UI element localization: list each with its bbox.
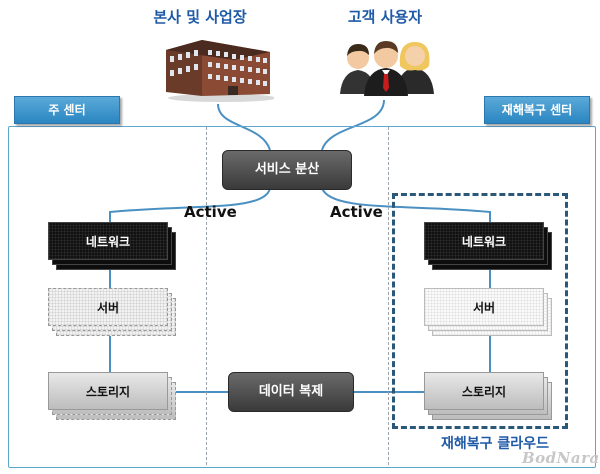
user-group-icon (336, 34, 436, 96)
main-storage-label: 스토리지 (48, 372, 168, 410)
main-center-tab: 주 센터 (14, 96, 120, 124)
dr-cloud-label: 재해복구 클라우드 (441, 436, 549, 452)
main-network-node: 네트워크 (48, 222, 176, 270)
watermark: BodNara (522, 449, 600, 467)
dr-network-label: 네트워크 (424, 222, 544, 260)
service-distribution-node: 서비스 분산 (222, 150, 352, 190)
main-server-node: 서버 (48, 288, 176, 336)
active-label-right: Active (330, 203, 383, 221)
dr-server-node: 서버 (424, 288, 552, 336)
dr-server-label: 서버 (424, 288, 544, 326)
main-storage-node: 스토리지 (48, 372, 176, 420)
divider-left (206, 127, 207, 465)
divider-right (388, 127, 389, 465)
office-building-icon (162, 30, 276, 102)
dr-center-tab: 재해복구 센터 (484, 96, 590, 124)
dr-network-node: 네트워크 (424, 222, 552, 270)
diagram-frame (8, 126, 596, 468)
dr-cloud-box (392, 193, 568, 429)
active-label-left: Active (184, 203, 237, 221)
dr-storage-node: 스토리지 (424, 372, 552, 420)
users-label: 고객 사용자 (347, 8, 423, 26)
data-replication-node: 데이터 복제 (228, 372, 354, 412)
hq-label: 본사 및 사업장 (153, 8, 247, 26)
dr-storage-label: 스토리지 (424, 372, 544, 410)
main-network-label: 네트워크 (48, 222, 168, 260)
main-server-label: 서버 (48, 288, 168, 326)
